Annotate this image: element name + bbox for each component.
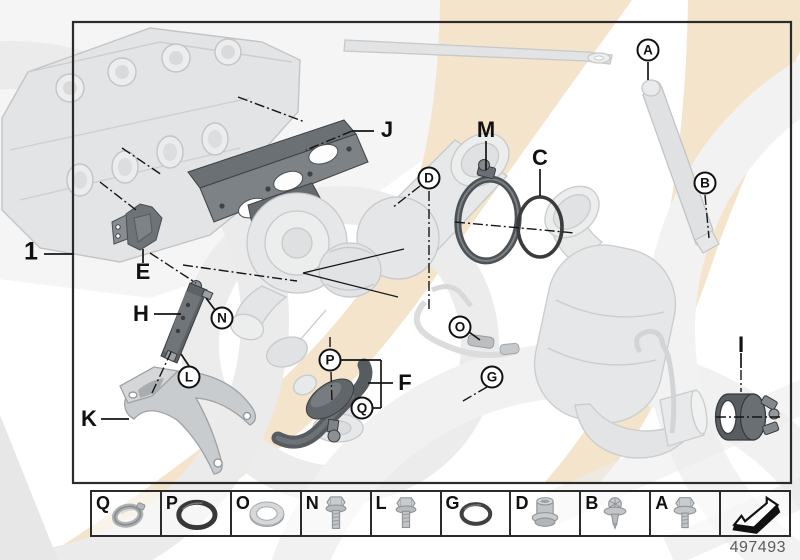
phantom-lines	[99, 96, 783, 418]
document-number: 497493	[729, 539, 786, 556]
callout-label-k[interactable]: K	[81, 406, 97, 431]
callout-circle-q[interactable]: Q	[350, 396, 374, 420]
legend-letter: L	[375, 493, 387, 513]
bracket-e	[111, 203, 163, 251]
legend-cell-continuation[interactable]	[721, 492, 789, 535]
o-ring-large-icon	[176, 499, 218, 530]
gasket-washer-icon	[249, 501, 285, 527]
support-bracket-k	[119, 366, 257, 475]
legend-cell-p[interactable]: P	[162, 492, 232, 535]
callout-label-j[interactable]: J	[380, 117, 394, 142]
top-strut-ghost	[343, 39, 613, 65]
callout-label-m[interactable]: M	[476, 117, 496, 142]
support-rod-ab	[641, 79, 720, 254]
gasket-ring-c	[516, 195, 564, 259]
legend-letter: Q	[96, 493, 111, 513]
legend-letter: P	[165, 493, 178, 513]
callout-circle-l[interactable]: L	[177, 365, 201, 389]
legend-letter: N	[305, 493, 319, 513]
legend-letter: B	[585, 493, 599, 513]
leader-lines	[44, 62, 742, 420]
callout-circle-d[interactable]: D	[417, 166, 441, 190]
callout-circle-b[interactable]: B	[693, 171, 717, 195]
callout-label-e[interactable]: E	[135, 259, 151, 284]
legend-cell-q[interactable]: Q	[92, 492, 162, 535]
legend-cell-l[interactable]: L	[372, 492, 442, 535]
legend-cell-b[interactable]: B	[581, 492, 652, 535]
legend-cell-a[interactable]: A	[651, 492, 722, 535]
legend-letter: G	[445, 493, 460, 513]
legend-cell-g[interactable]: G	[442, 492, 512, 535]
callout-circle-o[interactable]: O	[448, 315, 472, 339]
callout-label-h[interactable]: H	[133, 301, 149, 326]
legend-letter: A	[655, 493, 669, 513]
blanking-plug-icon	[532, 496, 559, 527]
hose-clamp-icon	[111, 501, 146, 528]
oil-return-pipe-f	[271, 358, 373, 449]
callout-label-c[interactable]: C	[532, 145, 548, 170]
legend-letter: D	[515, 493, 529, 513]
callout-circle-a[interactable]: A	[636, 38, 660, 62]
legend-cell-o[interactable]: O	[232, 492, 302, 535]
hex-flange-bolt-icon	[395, 496, 417, 528]
callout-circle-p[interactable]: P	[318, 348, 342, 372]
callout-frame-item-1[interactable]: 1	[24, 237, 38, 266]
legend-cell-d[interactable]: D	[511, 492, 582, 535]
legend-cell-n[interactable]: N	[302, 492, 372, 535]
continuation-arrow-icon	[732, 495, 781, 534]
legend-letter: O	[235, 493, 250, 513]
legend-table: Q P O	[90, 490, 791, 537]
callout-label-i[interactable]: I	[737, 332, 745, 357]
callout-circle-g[interactable]: G	[480, 365, 504, 389]
callout-label-f[interactable]: F	[398, 370, 412, 395]
hex-flange-bolt-icon	[325, 495, 347, 529]
callout-circle-n[interactable]: N	[210, 306, 234, 330]
diagram-frame	[71, 20, 793, 485]
oil-feed-line-ghost	[413, 284, 520, 358]
screw-with-washer-icon	[603, 496, 627, 530]
hex-bolt-washer-icon	[673, 496, 697, 528]
o-ring-small-icon	[460, 501, 493, 526]
